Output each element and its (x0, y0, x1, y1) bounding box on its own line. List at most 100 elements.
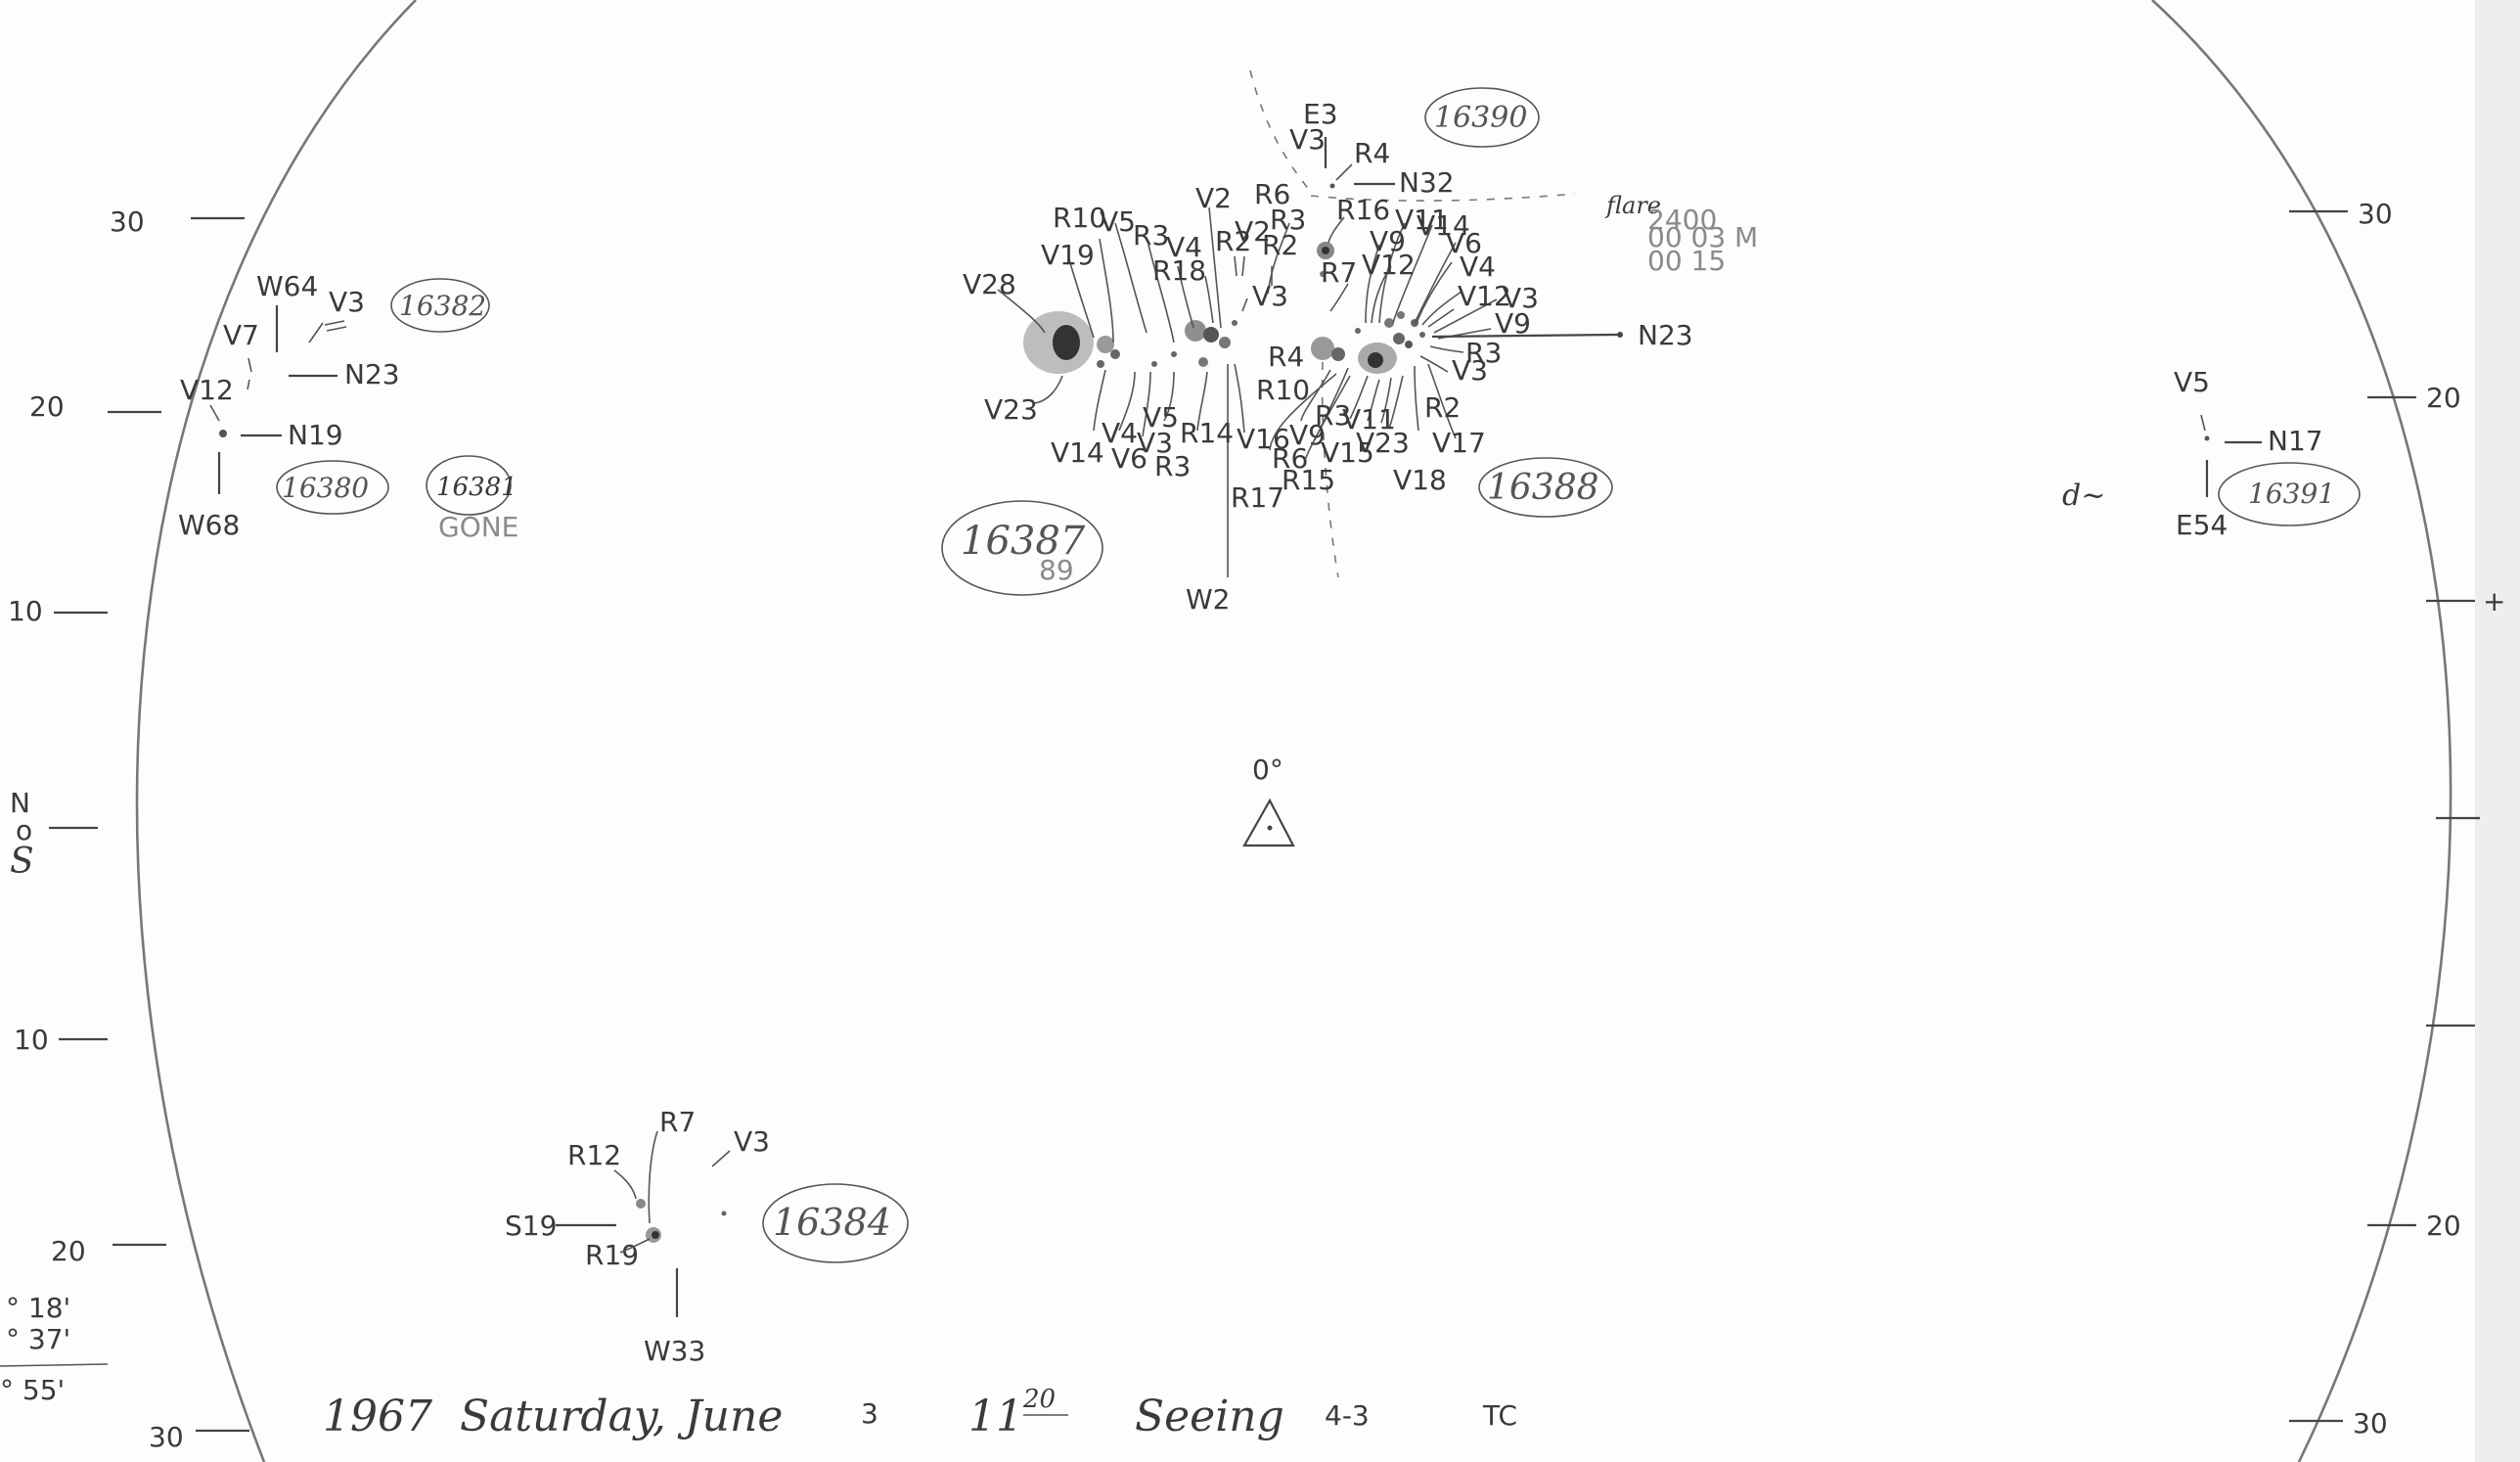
label-r10-16388: R10 (1256, 374, 1310, 406)
label-v23-16388: V23 (1356, 427, 1410, 459)
corner-angle-1: ° 18' (6, 1292, 70, 1324)
footer-seeing-label: Seeing (1135, 1392, 1284, 1441)
equator-s: S (10, 842, 34, 882)
label-v3-mid: V3 (1252, 280, 1288, 312)
right-scale-20-bottom: 20 (2426, 1210, 2461, 1242)
label-v5: V5 (1100, 206, 1136, 238)
region-number-16388: 16388 (1487, 468, 1599, 508)
region-16382-group: W64 V3 V7 N23 V12 N19 W68 16382 16380 16… (178, 270, 518, 543)
region-16391-group: V5 N17 E54 d~ 16391 (2062, 366, 2361, 541)
label-r6: R6 (1254, 178, 1290, 210)
label-v4-bottom: V4 (1102, 417, 1138, 449)
label-r3-top: R3 (1270, 204, 1306, 236)
region-16388-group: R16 V11 V14 V9 V12 R7 V6 V4 V12 V3 V9 N2… (1256, 194, 1693, 518)
disk-center: 0° (1242, 754, 1295, 847)
flare-note-title: flare (1604, 192, 1661, 219)
label-d-note: d~ (2062, 479, 2105, 513)
label-w33: W33 (644, 1335, 705, 1367)
label-r16: R16 (1336, 194, 1390, 226)
footer-year: 1967 (323, 1392, 432, 1441)
label-r2-mid: R2 (1262, 229, 1298, 261)
label-v2-small: V2 (1235, 215, 1271, 248)
label-v3-16388-bottom: V3 (1452, 354, 1488, 387)
label-n23: N23 (344, 358, 400, 390)
region-number-16384: 16384 (773, 1201, 891, 1244)
label-v9-top: V9 (1370, 225, 1406, 257)
label-r2-top: R2 (1215, 225, 1251, 257)
label-r18: R18 (1152, 254, 1206, 287)
label-v3-16390: V3 (1289, 123, 1326, 156)
label-r2-16388: R2 (1424, 391, 1461, 424)
label-v12-right: V12 (1458, 280, 1511, 312)
label-v5-bottom: V5 (1143, 401, 1179, 434)
label-v28: V28 (963, 268, 1016, 300)
label-r6-16388: R6 (1272, 442, 1308, 475)
label-r4-16390: R4 (1354, 137, 1390, 169)
label-r12: R12 (567, 1139, 621, 1171)
label-r3-16388-bottom: R3 (1315, 399, 1351, 432)
footer-time-sup: 20 (1022, 1385, 1056, 1414)
left-scale: 30 20 10 N o S 10 20 30 (8, 206, 249, 1453)
label-r7: R7 (1321, 256, 1357, 289)
left-scale-30-bottom: 30 (149, 1421, 184, 1453)
flare-note-time3: 00 15 (1647, 245, 1726, 277)
right-scale-20-top: 20 (2426, 382, 2461, 414)
label-n23-16388: N23 (1638, 319, 1693, 351)
label-w2: W2 (1186, 583, 1231, 616)
label-r19: R19 (585, 1239, 639, 1271)
label-v6: V6 (1111, 442, 1148, 475)
label-v18: V18 (1393, 464, 1447, 496)
left-scale-20-top: 20 (29, 390, 65, 423)
center-angle-label: 0° (1252, 754, 1283, 786)
label-r3-16388: R3 (1465, 337, 1502, 369)
equator-n: N (10, 787, 30, 819)
label-v19: V19 (1041, 239, 1095, 271)
label-w64: W64 (256, 270, 318, 302)
left-scale-10-bottom: 10 (14, 1024, 49, 1056)
region-number-16387: 16387 (961, 519, 1086, 564)
label-v17: V17 (1432, 427, 1486, 459)
label-e54: E54 (2176, 509, 2228, 541)
region-number-16382: 16382 (399, 290, 486, 322)
label-v9-right: V9 (1495, 307, 1531, 340)
region-16387-sub: 89 (1039, 554, 1074, 586)
footer-month: June (677, 1392, 783, 1441)
label-r17: R17 (1231, 481, 1284, 514)
label-v3-bottom: V3 (1137, 427, 1173, 459)
label-v3: V3 (329, 286, 365, 318)
label-v3-16384: V3 (734, 1125, 770, 1158)
flare-note: flare 2400 00 03 M 00 15 (1604, 192, 1758, 277)
label-v11-top: V11 (1395, 204, 1449, 236)
flare-note-time1: 2400 (1647, 204, 1717, 236)
left-scale-30-top: 30 (110, 206, 145, 238)
label-v14: V14 (1051, 436, 1104, 469)
region-number-16390: 16390 (1434, 101, 1527, 135)
footer-seeing-value: 4-3 (1325, 1399, 1370, 1432)
label-s19: S19 (505, 1210, 557, 1242)
right-scale: 30 20 + 20 30 (2289, 198, 2505, 1439)
solar-limb-right (2151, 0, 2452, 1462)
solar-limb-left (135, 0, 417, 1462)
label-v3-right: V3 (1503, 282, 1539, 314)
right-scale-30-top: 30 (2358, 198, 2393, 230)
flare-note-time2: 00 03 M (1647, 221, 1758, 253)
right-scale-30-bottom: 30 (2353, 1407, 2388, 1439)
label-n19: N19 (288, 419, 343, 451)
label-r3-bottom: R3 (1154, 450, 1191, 482)
label-e3: E3 (1303, 98, 1338, 130)
label-n32: N32 (1399, 166, 1455, 199)
label-v14-16388: V14 (1417, 209, 1470, 242)
footer-annotation: 1967 Saturday, June 3 11 20 Seeing 4-3 T… (323, 1385, 1517, 1441)
label-r7-16384: R7 (659, 1106, 696, 1138)
label-v4-16388: V4 (1460, 251, 1496, 283)
equator-o: o (16, 814, 32, 846)
corner-angle-3: ° 55' (0, 1374, 65, 1406)
footer-observer: TC (1482, 1399, 1517, 1432)
label-r4-16388: R4 (1268, 341, 1304, 373)
left-scale-20-bottom: 20 (51, 1235, 86, 1267)
label-v4: V4 (1166, 231, 1202, 263)
corner-angles: ° 18' ° 37' ° 55' (0, 1292, 109, 1406)
page-edge (2475, 0, 2520, 1462)
label-r3: R3 (1133, 219, 1169, 251)
